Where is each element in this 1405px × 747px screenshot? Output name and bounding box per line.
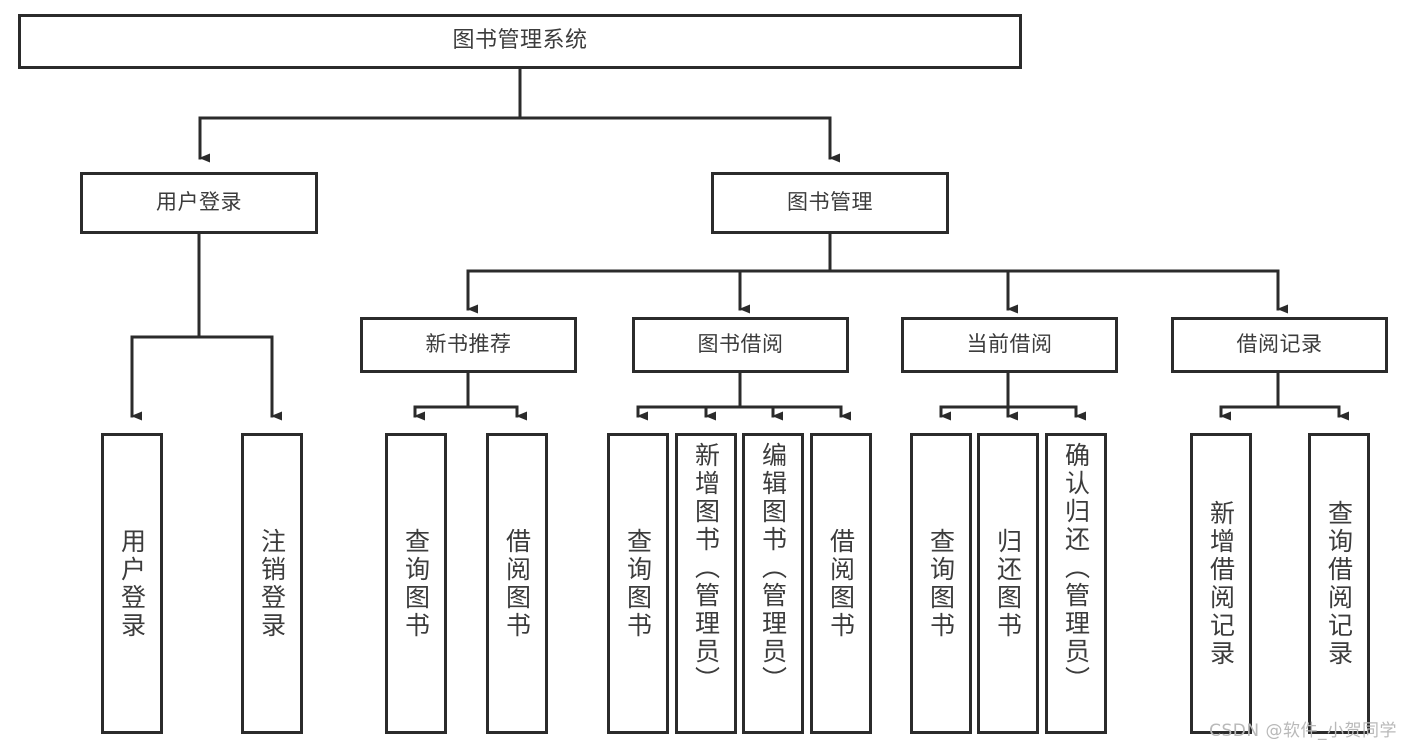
node-label: 查询图书 [401, 527, 431, 640]
node-label: 查询图书 [926, 527, 956, 640]
node-label: 确认归还（管理员） [1061, 442, 1091, 694]
node-label: 编辑图书（管理员） [758, 442, 788, 694]
node-label: 当前借阅 [966, 332, 1053, 357]
watermark: CSDN @软件_小贺同学 [1209, 721, 1397, 741]
leaf-logout[interactable]: 注销登录 [241, 433, 303, 734]
leaf-user-login[interactable]: 用户登录 [101, 433, 163, 734]
leaf-query-books-nbr[interactable]: 查询图书 [385, 433, 447, 734]
node-label: 查询借阅记录 [1324, 499, 1354, 668]
node-book-borrowing[interactable]: 图书借阅 [632, 317, 849, 373]
node-label: 注销登录 [257, 527, 287, 640]
leaf-query-books-bb[interactable]: 查询图书 [607, 433, 669, 734]
leaf-query-books-cb[interactable]: 查询图书 [910, 433, 972, 734]
node-label: 归还图书 [993, 527, 1023, 640]
leaf-borrow-books-bb[interactable]: 借阅图书 [810, 433, 872, 734]
node-new-book-recommendation[interactable]: 新书推荐 [360, 317, 577, 373]
node-label: 图书管理系统 [452, 28, 588, 54]
leaf-confirm-return-admin[interactable]: 确认归还（管理员） [1045, 433, 1107, 734]
leaf-edit-book-admin[interactable]: 编辑图书（管理员） [742, 433, 804, 734]
node-user-login[interactable]: 用户登录 [80, 172, 318, 234]
leaf-return-books[interactable]: 归还图书 [977, 433, 1039, 734]
leaf-add-borrow-record[interactable]: 新增借阅记录 [1190, 433, 1252, 734]
node-label: 图书借阅 [697, 332, 784, 357]
node-book-management[interactable]: 图书管理 [711, 172, 949, 234]
node-label: 借阅图书 [826, 527, 856, 640]
leaf-borrow-books-nbr[interactable]: 借阅图书 [486, 433, 548, 734]
node-borrow-records[interactable]: 借阅记录 [1171, 317, 1388, 373]
node-label: 用户登录 [156, 190, 242, 215]
node-current-borrowing[interactable]: 当前借阅 [901, 317, 1118, 373]
node-label: 用户登录 [117, 527, 147, 640]
leaf-add-book-admin[interactable]: 新增图书（管理员） [675, 433, 737, 734]
node-root-library-management-system[interactable]: 图书管理系统 [18, 14, 1022, 69]
node-label: 新书推荐 [425, 332, 512, 357]
node-label: 图书管理 [787, 190, 873, 215]
node-label: 借阅图书 [502, 527, 532, 640]
node-label: 新增借阅记录 [1206, 499, 1236, 668]
leaf-query-borrow-record[interactable]: 查询借阅记录 [1308, 433, 1370, 734]
node-label: 查询图书 [623, 527, 653, 640]
node-label: 新增图书（管理员） [691, 442, 721, 694]
node-label: 借阅记录 [1236, 332, 1323, 357]
